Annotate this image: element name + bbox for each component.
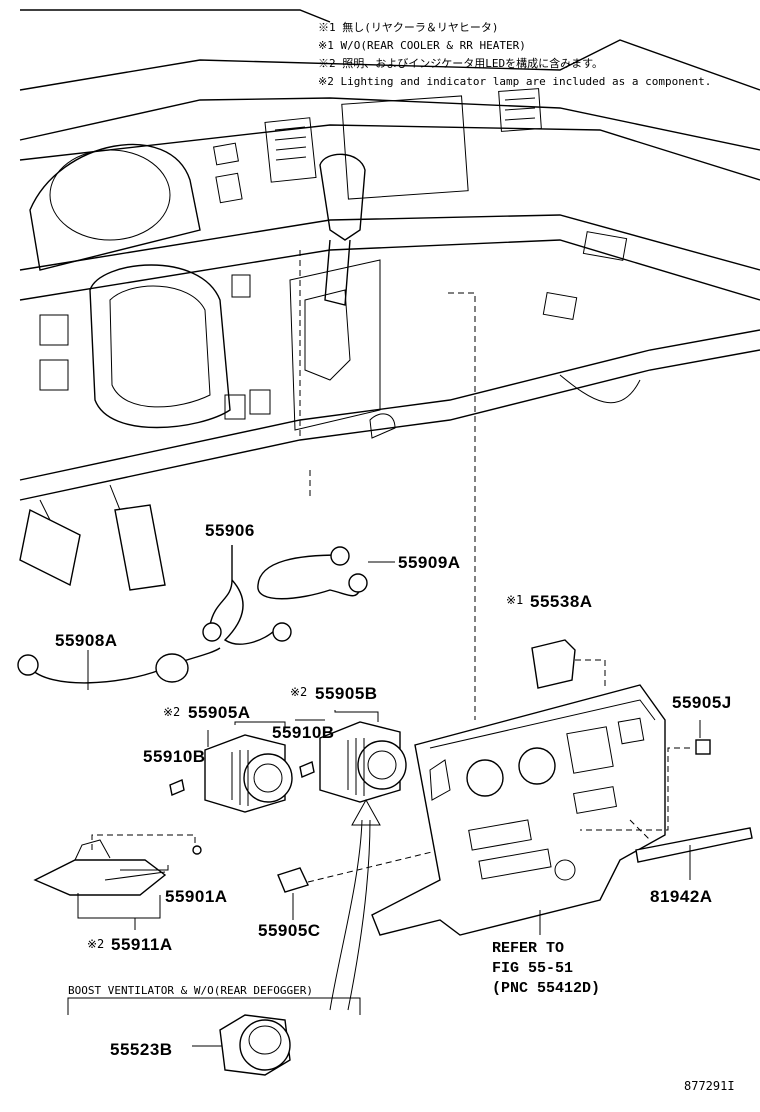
label-55910B-right: 55910B [272, 723, 335, 742]
label-55909A: 55909A [398, 553, 461, 572]
dashboard-drawing [19, 9, 760, 720]
part-labels: 55906 55909A 55908A ※1 55538A ※2 55905B … [55, 521, 732, 1059]
label-55901A: 55901A [165, 887, 228, 906]
label-55910B-left: 55910B [143, 747, 206, 766]
label-81942A: 81942A [650, 887, 713, 906]
diagram-code: 877291I [684, 1079, 735, 1093]
label-55905A: 55905A [188, 703, 251, 722]
label-55911A: 55911A [111, 935, 173, 954]
label-55906: 55906 [205, 521, 255, 540]
mark-55905B: ※2 [290, 685, 307, 699]
reference-line-2: FIG 55-51 [492, 960, 573, 977]
condition-label: BOOST VENTILATOR & W/O(REAR DEFOGGER) [68, 984, 313, 997]
label-55523B: 55523B [110, 1040, 173, 1059]
note-line-4: ※2 Lighting and indicator lamp are inclu… [318, 75, 711, 88]
reference-block: REFER TO FIG 55-51 (PNC 55412D) [492, 940, 600, 997]
boost-switch [67, 997, 361, 1076]
reference-line-1: REFER TO [492, 940, 564, 957]
label-55905J: 55905J [672, 693, 732, 712]
mark-55905A: ※2 [163, 705, 180, 719]
control-panel [371, 639, 753, 936]
harness-drawing [17, 545, 395, 690]
label-55908A: 55908A [55, 631, 118, 650]
note-line-3: ※2 照明、およびインジケータ用LEDを構成に含みます。 [318, 56, 603, 70]
mark-55538A: ※1 [506, 593, 523, 607]
note-line-1: ※1 無し(リヤクーラ＆リヤヒータ) [318, 20, 499, 34]
mark-55911A: ※2 [87, 937, 104, 951]
label-55905B: 55905B [315, 684, 378, 703]
actuator-assembly [33, 834, 202, 930]
clip-55905C [277, 849, 441, 920]
reference-line-3: (PNC 55412D) [492, 980, 600, 997]
note-line-2: ※1 W/O(REAR COOLER & RR HEATER) [318, 39, 526, 52]
label-55538A: 55538A [530, 592, 593, 611]
label-55905C: 55905C [258, 921, 321, 940]
knob-assemblies [169, 710, 407, 1011]
notes-block: ※1 無し(リヤクーラ＆リヤヒータ) ※1 W/O(REAR COOLER & … [318, 20, 711, 88]
